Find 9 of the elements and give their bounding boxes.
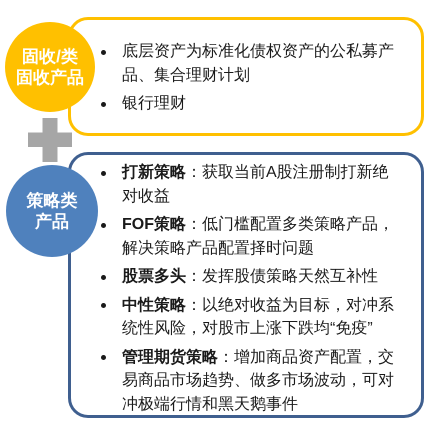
bullet-text: 股票多头：发挥股债策略天然互补性 bbox=[122, 266, 379, 287]
bullet-text: FOF策略：低门槛配置多类策略产品，解决策略产品配置择时问题 bbox=[122, 214, 395, 258]
bullet-text: 管理期货策略：增加商品资产配置，交易商品市场趋势、做多市场波动，可对冲极端行情和黑天鹅事件 bbox=[122, 348, 395, 414]
bullet-text: 银行理财 bbox=[122, 94, 187, 114]
bullet-text: 打新策略：获取当前A股注册制打新绝对收益 bbox=[122, 162, 390, 206]
bullet-text: 底层资产为标准化债权资产的公私募产品、集合理财计划 bbox=[122, 42, 395, 86]
category-label: 固收/类固收产品 bbox=[15, 46, 85, 88]
bullet-text: 中性策略：以绝对收益为目标，对冲系统性风险，对股市上涨下跌均“免疫” bbox=[122, 296, 395, 339]
category-label: 策略类产品 bbox=[26, 190, 78, 232]
